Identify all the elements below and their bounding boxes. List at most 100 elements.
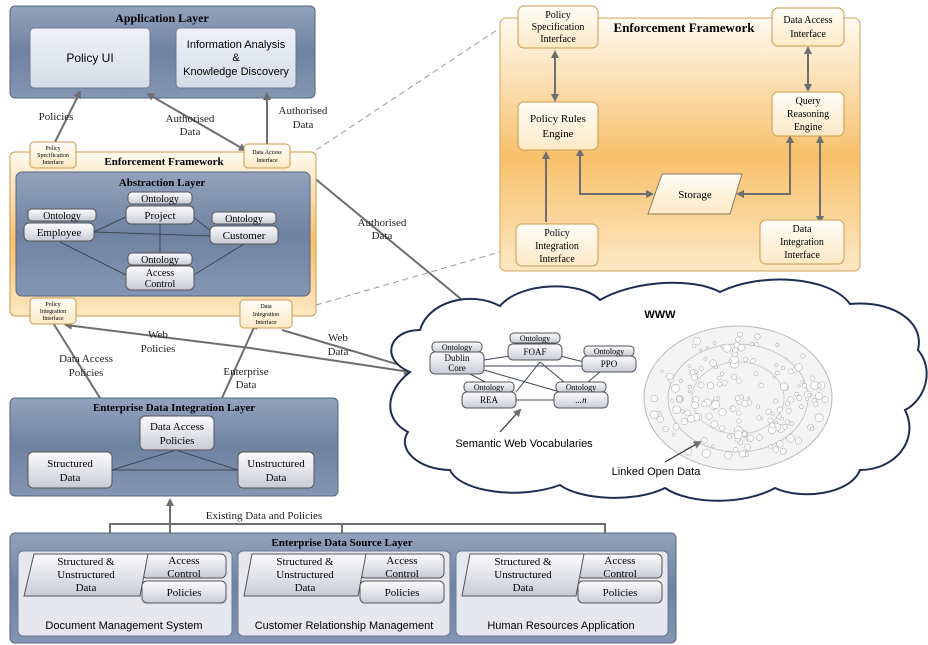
lod-node bbox=[780, 417, 784, 421]
flow-arrows bbox=[48, 90, 606, 533]
lod-node bbox=[800, 380, 805, 384]
policy-rules-engine[interactable]: Policy Rules Engine bbox=[517, 101, 599, 151]
lod-node bbox=[676, 395, 683, 402]
unstructured-data-box[interactable]: Unstructured Data bbox=[237, 451, 315, 489]
lod-node bbox=[749, 341, 754, 347]
text-line: Unstructured bbox=[276, 569, 334, 581]
application-layer-title: Application Layer bbox=[115, 11, 209, 25]
lod-node bbox=[799, 404, 804, 409]
source-system-hr[interactable]: Structured & Unstructured Data Access Co… bbox=[455, 550, 669, 637]
text-line: Policies bbox=[385, 587, 420, 599]
text-line: Unstructured bbox=[247, 458, 305, 470]
source-system-document-management[interactable]: Structured & Unstructured Data Access Co… bbox=[17, 550, 233, 637]
lod-node bbox=[814, 413, 824, 423]
structured-data-box[interactable]: Structured Data bbox=[27, 451, 113, 489]
vocab-dublin-core[interactable]: Ontology Dublin Core bbox=[429, 341, 485, 375]
lod-node bbox=[782, 424, 788, 430]
linked-open-data-label: Linked Open Data bbox=[612, 466, 702, 478]
lod-node bbox=[705, 412, 713, 420]
lod-node bbox=[772, 375, 776, 379]
lod-node bbox=[768, 443, 773, 449]
query-reasoning-engine[interactable]: Query Reasoning Engine bbox=[771, 91, 845, 137]
text-line: Unstructured bbox=[57, 569, 115, 581]
data-integration-interface-small[interactable]: Data Integration Interface bbox=[239, 299, 293, 329]
lod-node bbox=[691, 373, 698, 381]
ontology-access-control[interactable]: Ontology Access Control bbox=[125, 252, 195, 291]
lod-node bbox=[706, 382, 715, 390]
data-access-interface-small[interactable]: Data Access Interface bbox=[243, 143, 291, 169]
lod-node bbox=[678, 378, 683, 383]
ontology-label: Ontology bbox=[474, 383, 504, 392]
lod-node bbox=[776, 406, 783, 413]
data-access-interface-large[interactable]: Data Access Interface bbox=[771, 7, 845, 47]
text-line: Data Access bbox=[252, 150, 282, 156]
lod-node bbox=[788, 421, 792, 426]
label-web-policies-2: Policies bbox=[141, 343, 176, 355]
policy-ui-box[interactable]: Policy UI bbox=[29, 27, 151, 89]
vocab-foaf[interactable]: Ontology FOAF bbox=[507, 332, 563, 361]
lod-node bbox=[656, 415, 665, 424]
text-line: Engine bbox=[794, 122, 823, 133]
text-line: Core bbox=[448, 363, 466, 373]
text-line: Policy bbox=[45, 146, 60, 152]
vocab-rea[interactable]: Ontology REA bbox=[461, 381, 517, 409]
lod-node bbox=[719, 425, 726, 432]
lod-node bbox=[699, 366, 704, 371]
lod-node bbox=[802, 383, 808, 389]
text-line: Policies bbox=[167, 587, 202, 599]
text-line: Human Resources Application bbox=[487, 620, 634, 632]
lod-node bbox=[773, 398, 778, 404]
vocab-ppo[interactable]: Ontology PPO bbox=[581, 345, 637, 373]
lod-node bbox=[780, 365, 786, 371]
data-integration-interface-large[interactable]: Data Integration Interface bbox=[759, 219, 845, 265]
data-access-policies-box[interactable]: Data Access Policies bbox=[139, 415, 215, 451]
lod-node bbox=[775, 343, 780, 347]
zoom-lines bbox=[315, 27, 501, 306]
label-authorised-left-2: Data bbox=[180, 126, 201, 138]
policy-spec-interface-large[interactable]: Policy Specification Interface bbox=[517, 5, 599, 49]
lod-node bbox=[672, 405, 681, 414]
text-line: Control bbox=[603, 568, 637, 580]
lod-node bbox=[821, 396, 829, 403]
ontology-project[interactable]: Ontology Project bbox=[125, 191, 195, 225]
ontology-customer[interactable]: Ontology Customer bbox=[209, 211, 279, 245]
storage[interactable]: Storage bbox=[647, 173, 743, 215]
text-line: Dublin bbox=[444, 353, 470, 363]
application-layer: Application Layer Policy UI Information … bbox=[9, 5, 316, 99]
lod-node bbox=[711, 400, 720, 409]
policy-integration-interface-large[interactable]: Policy Integration Interface bbox=[515, 223, 599, 267]
text-line: Data bbox=[266, 472, 287, 484]
lod-node bbox=[794, 363, 803, 372]
lod-node bbox=[691, 401, 699, 409]
ppo-label: PPO bbox=[601, 359, 618, 369]
text-line: Structured & bbox=[57, 556, 115, 568]
lod-node bbox=[672, 423, 680, 430]
lod-node bbox=[796, 395, 803, 401]
lod-node bbox=[756, 434, 763, 441]
lod-node bbox=[701, 448, 711, 458]
ontology-label: Ontology bbox=[594, 347, 624, 356]
policy-ui-label: Policy UI bbox=[66, 51, 113, 65]
ontology-employee[interactable]: Ontology Employee bbox=[23, 208, 97, 242]
source-system-crm[interactable]: Structured & Unstructured Data Access Co… bbox=[237, 550, 451, 637]
vocab-n[interactable]: Ontology ...n bbox=[553, 381, 609, 409]
lod-node bbox=[656, 411, 661, 415]
lod-node bbox=[716, 381, 723, 388]
text-line: Integration bbox=[40, 309, 66, 315]
flow-labels: Policies Authorised Data Authorised Data… bbox=[39, 105, 407, 522]
label-web-data-1: Web bbox=[328, 332, 348, 344]
text-line: Interface bbox=[256, 157, 278, 164]
text-line: Interface bbox=[255, 319, 277, 326]
ontology-label: Ontology bbox=[566, 383, 596, 392]
lod-node bbox=[755, 404, 761, 409]
lod-node bbox=[670, 399, 674, 403]
policy-spec-interface-small[interactable]: Policy Specification Interface bbox=[29, 141, 77, 169]
label-data-access-policies-1: Data Access bbox=[59, 353, 113, 365]
label-authorised-left-1: Authorised bbox=[166, 113, 215, 125]
integration-layer-title: Enterprise Data Integration Layer bbox=[93, 402, 255, 414]
info-analysis-line3: Knowledge Discovery bbox=[183, 66, 289, 78]
information-analysis-box[interactable]: Information Analysis & Knowledge Discove… bbox=[175, 27, 297, 89]
policy-integration-interface-small[interactable]: Policy Integration Interface bbox=[29, 297, 77, 325]
lod-node bbox=[684, 409, 691, 417]
lod-node bbox=[671, 384, 680, 393]
